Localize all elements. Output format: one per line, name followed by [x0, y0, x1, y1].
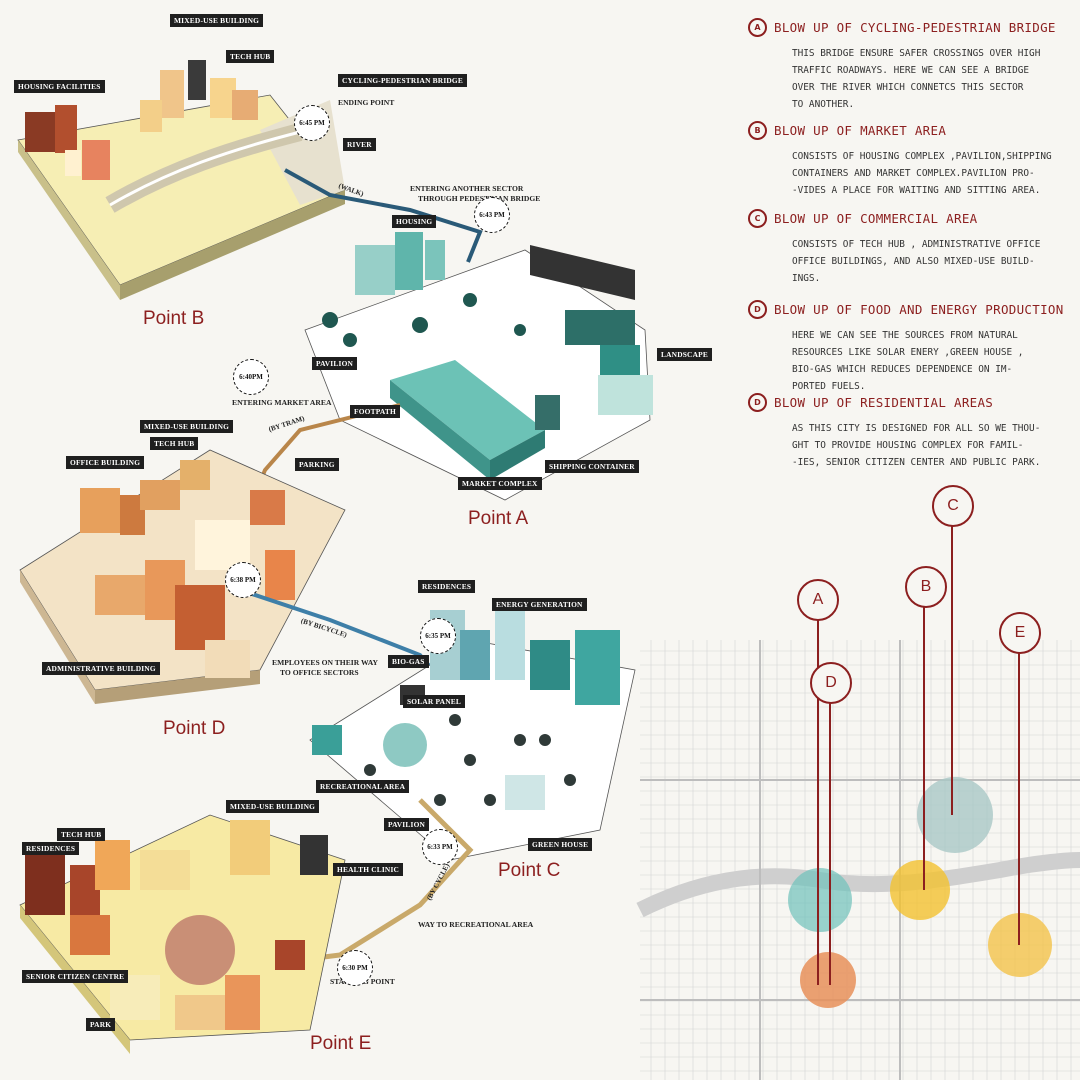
tag-c-residences: RESIDENCES — [418, 580, 476, 593]
legend-description: HERE WE CAN SEE THE SOURCES FROM NATURAL… — [792, 330, 1024, 392]
tag-a-footpath: FOOTPATH — [350, 405, 400, 418]
tag-b-river: RIVER — [343, 138, 376, 151]
tag-c-solar: SOLAR PANEL — [403, 695, 466, 708]
tag-c-biogas: BIO-GAS — [388, 655, 429, 668]
tag-b-mixed-use: MIXED-USE BUILDING — [170, 14, 264, 27]
legend-title: BLOW UP OF RESIDENTIAL AREAS — [774, 395, 994, 410]
point-d-label: Point D — [163, 718, 226, 739]
legend-description: CONSISTS OF HOUSING COMPLEX ,PAVILION,SH… — [792, 151, 1052, 196]
tag-b-housing: HOUSING FACILITIES — [14, 80, 105, 93]
legend-title: BLOW UP OF COMMERCIAL AREA — [774, 211, 978, 226]
time-bubble-633: 6:33 PM — [422, 829, 458, 865]
legend-title: BLOW UP OF CYCLING-PEDESTRIAN BRIDGE — [774, 20, 1056, 35]
tag-e-health: HEALTH CLINIC — [333, 863, 404, 876]
time-bubble-643: 6:43 PM — [474, 197, 510, 233]
legend-badge: D — [748, 393, 767, 412]
tag-a-landscape: LANDSCAPE — [657, 348, 712, 361]
map-callout-c: C — [932, 485, 974, 527]
tag-c-pavilion: PAVILION — [384, 818, 430, 831]
legend-badge: C — [748, 209, 767, 228]
tag-d-tech-hub: TECH HUB — [150, 437, 199, 450]
time-bubble-635: 6:35 PM — [420, 618, 456, 654]
point-a-label: Point A — [468, 508, 529, 529]
tag-d-parking: PARKING — [295, 458, 339, 471]
legend-item-residential: D BLOW UP OF RESIDENTIAL AREAS AS THIS C… — [748, 393, 1068, 471]
legend-title: BLOW UP OF MARKET AREA — [774, 123, 947, 138]
legend-description: CONSISTS OF TECH HUB , ADMINISTRATIVE OF… — [792, 239, 1041, 284]
tag-c-energy: ENERGY GENERATION — [492, 598, 587, 611]
tag-c-recreational: RECREATIONAL AREA — [316, 780, 410, 793]
tag-d-admin: ADMINISTRATIVE BUILDING — [42, 662, 160, 675]
tag-b-bridge: CYCLING-PEDESTRIAN BRIDGE — [338, 74, 468, 87]
tag-a-market: MARKET COMPLEX — [458, 477, 542, 490]
tag-e-park: PARK — [86, 1018, 116, 1031]
map-callout-d: D — [810, 662, 852, 704]
legend-item-market: B BLOW UP OF MARKET AREA CONSISTS OF HOU… — [748, 121, 1068, 199]
legend-title: BLOW UP OF FOOD AND ENERGY PRODUCTION — [774, 302, 1064, 317]
tag-e-residences: RESIDENCES — [22, 842, 80, 855]
tag-a-shipping: SHIPPING CONTAINER — [545, 460, 639, 473]
tag-e-mixed-use: MIXED-USE BUILDING — [226, 800, 320, 813]
tag-c-greenhouse: GREEN HOUSE — [528, 838, 593, 851]
time-bubble-638: 6:38 PM — [225, 562, 261, 598]
point-c-site — [309, 610, 636, 861]
time-bubble-645: 6:45 PM — [294, 105, 330, 141]
legend-description: AS THIS CITY IS DESIGNED FOR ALL SO WE T… — [792, 423, 1041, 468]
route-b-to-a — [284, 168, 483, 263]
legend-badge: A — [748, 18, 767, 37]
point-c-label: Point C — [498, 860, 561, 881]
map-callout-e: E — [999, 612, 1041, 654]
map-callout-b: B — [905, 566, 947, 608]
time-bubble-640: 6:40PM — [233, 359, 269, 395]
legend-description: THIS BRIDGE ENSURE SAFER CROSSINGS OVER … — [792, 48, 1041, 110]
city-map — [636, 525, 1080, 1080]
legend-item-food-energy: D BLOW UP OF FOOD AND ENERGY PRODUCTION … — [748, 300, 1068, 395]
label-ending-point: ENDING POINT — [338, 98, 395, 107]
point-b-site — [17, 60, 346, 300]
time-bubble-630: 6:30 PM — [337, 950, 373, 986]
label-entering-sector-2: THROUGH PEDESTRIAN BRIDGE — [418, 194, 541, 203]
legend-badge: D — [748, 300, 767, 319]
label-entering-market: ENTERING MARKET AREA — [232, 398, 332, 407]
legend-item-commercial: C BLOW UP OF COMMERCIAL AREA CONSISTS OF… — [748, 209, 1068, 287]
point-d-site — [19, 449, 346, 704]
legend-item-bridge: A BLOW UP OF CYCLING-PEDESTRIAN BRIDGE T… — [748, 18, 1068, 113]
point-e-label: Point E — [310, 1033, 372, 1054]
route-c-to-e — [299, 798, 474, 963]
label-employees-2: TO OFFICE SECTORS — [280, 668, 359, 677]
legend-badge: B — [748, 121, 767, 140]
label-entering-sector: ENTERING ANOTHER SECTOR — [410, 184, 524, 193]
tag-d-office: OFFICE BUILDING — [66, 456, 145, 469]
tag-b-tech-hub: TECH HUB — [226, 50, 275, 63]
label-way-recreational: WAY TO RECREATIONAL AREA — [418, 920, 534, 929]
tag-e-tech-hub: TECH HUB — [57, 828, 106, 841]
map-callout-a: A — [797, 579, 839, 621]
label-employees: EMPLOYEES ON THEIR WAY — [272, 658, 378, 667]
point-a-site — [304, 232, 653, 501]
tag-a-pavilion: PAVILION — [312, 357, 358, 370]
point-b-label: Point B — [143, 308, 205, 329]
tag-e-senior: SENIOR CITIZEN CENTRE — [22, 970, 129, 983]
tag-d-mixed-use: MIXED-USE BUILDING — [140, 420, 234, 433]
tag-a-housing: HOUSING — [392, 215, 437, 228]
